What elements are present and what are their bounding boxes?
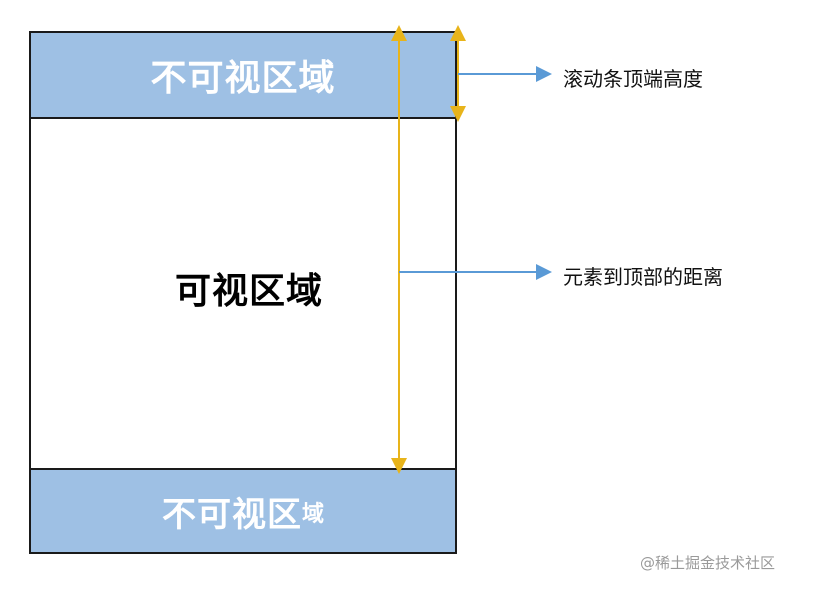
hidden-region-bottom-label-suffix: 域: [301, 502, 324, 527]
viewport-frame: 不可视区域 不可视区 域: [29, 31, 457, 554]
visible-region-label: 可视区域: [175, 271, 324, 312]
scroll-top-annotation: 滚动条顶端高度: [563, 67, 703, 91]
element-distance-annotation: 元素到顶部的距离: [563, 265, 723, 289]
hidden-region-bottom: 不可视区 域: [31, 468, 455, 552]
hidden-region-top: 不可视区域: [31, 33, 455, 119]
hidden-region-top-label: 不可视区域: [150, 58, 336, 99]
watermark: @稀土掘金技术社区: [640, 554, 776, 572]
hidden-region-bottom-label: 不可视区: [161, 494, 302, 535]
